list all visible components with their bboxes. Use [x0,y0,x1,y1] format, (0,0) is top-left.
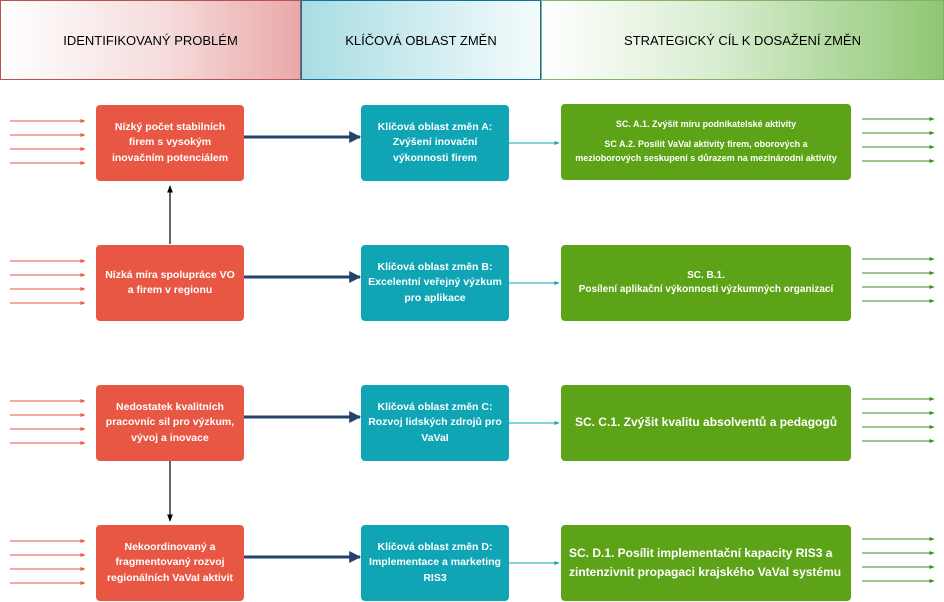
problem-text-4: Nekoordinovaný a fragmentovaný rozvoj re… [106,541,234,584]
goal-box-c: SC. C.1. Zvýšit kvalitu absolventů a ped… [561,385,851,461]
area-box-b: Klíčová oblast změn B: Excelentní veřejn… [361,245,509,321]
header-problem-label: IDENTIFIKOVANÝ PROBLÉM [63,32,238,48]
area-to-goal-arrows [509,141,560,565]
goal-box-b: SC. B.1. Posílení aplikační výkonnosti v… [561,245,851,321]
area-box-d: Klíčová oblast změn D: Implementace a ma… [361,525,509,601]
goal-title-b: SC. B.1. [687,270,725,281]
problem-text-3: Nedostatek kvalitních pracovníc sil pro … [105,401,235,444]
goal-box-d: SC. D.1. Posílit implementační kapacity … [561,525,851,601]
inbound-arrows [10,119,86,585]
goal-text-d: SC. D.1. Posílit implementační kapacity … [569,545,842,579]
goal-text-a1: SC. A.1. Zvýšit míru podnikatelské aktiv… [615,119,797,130]
goal-text-c: SC. C.1. Zvýšit kvalitu absolventů a ped… [574,415,838,430]
problem-text-1: Nízký počet stabilních firem s vysokým i… [111,121,229,164]
area-text-a: Klíčová oblast změn A: Zvýšení inovační … [377,121,493,164]
goal-text-b: Posílení aplikační výkonnosti výzkumných… [578,284,834,295]
problem-box-2: Nízká míra spolupráce VO a firem v regio… [96,245,244,321]
header-area: KLÍČOVÁ OBLAST ZMĚN [301,0,541,80]
area-box-c: Klíčová oblast změn C: Rozvoj lidských z… [361,385,509,461]
goal-box-a: SC. A.1. Zvýšit míru podnikatelské aktiv… [561,104,851,180]
area-text-d: Klíčová oblast změn D: Implementace a ma… [369,541,501,584]
problem-box-3: Nedostatek kvalitních pracovníc sil pro … [96,385,244,461]
problem-text-2: Nízká míra spolupráce VO a firem v regio… [105,268,235,296]
problem-to-area-arrows [244,131,362,563]
area-text-b: Klíčová oblast změn B: Excelentní veřejn… [368,261,502,304]
header-goal: STRATEGICKÝ CÍL K DOSAŽENÍ ZMĚN [541,0,944,80]
area-box-a: Klíčová oblast změn A: Zvýšení inovační … [361,105,509,181]
header-area-label: KLÍČOVÁ OBLAST ZMĚN [345,32,497,48]
header-problem: IDENTIFIKOVANÝ PROBLÉM [0,0,301,80]
outbound-arrows [862,117,935,583]
problem-box-4: Nekoordinovaný a fragmentovaný rozvoj re… [96,525,244,601]
goal-text-a2: SC A.2. Posílit VaVal aktivity firem, ob… [575,139,837,163]
problem-box-1: Nízký počet stabilních firem s vysokým i… [96,105,244,181]
header-goal-label: STRATEGICKÝ CÍL K DOSAŽENÍ ZMĚN [624,32,861,48]
area-text-c: Klíčová oblast změn C: Rozvoj lidských z… [368,401,502,444]
